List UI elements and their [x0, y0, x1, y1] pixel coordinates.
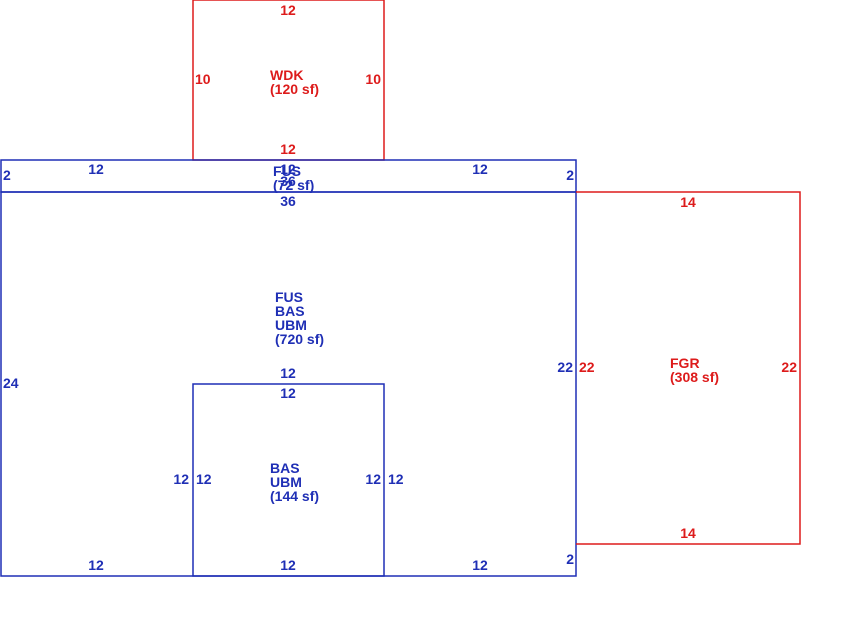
fgr-right-dim: 22: [781, 359, 797, 375]
main-corner-dim: 2: [566, 551, 574, 567]
wdk-name: WDK: [270, 67, 303, 83]
inner-left-inner-dim: 12: [196, 471, 212, 487]
fus-strip-name: FUS: [273, 163, 301, 179]
strip-right-dim: 2: [566, 167, 574, 183]
fgr-bottom-dim: 14: [680, 525, 696, 541]
strip-top-right-dim: 12: [472, 161, 488, 177]
wdk-area: (120 sf): [270, 81, 319, 97]
main-bottom-right-dim: 12: [472, 557, 488, 573]
main-label-3: UBM: [275, 317, 307, 333]
inner-right-outer-dim: 12: [388, 471, 404, 487]
inner-outline: [192, 383, 385, 577]
wdk-bottom-dim: 12: [280, 141, 296, 157]
inner-top-outer-dim: 12: [280, 365, 296, 381]
fgr-top-dim: 14: [680, 194, 696, 210]
strip-top-left-dim: 12: [88, 161, 104, 177]
main-label-2: BAS: [275, 303, 305, 319]
wdk-right-dim: 10: [365, 71, 381, 87]
inner-label-1: BAS: [270, 460, 300, 476]
main-area: (720 sf): [275, 331, 324, 347]
wdk-left-dim: 10: [195, 71, 211, 87]
fgr-left-dim: 22: [579, 359, 595, 375]
inner-top-inner-dim: 12: [280, 385, 296, 401]
wdk-top-dim: 12: [280, 2, 296, 18]
inner-area: (144 sf): [270, 488, 319, 504]
strip-left-dim: 2: [3, 167, 11, 183]
main-bottom-mid-dim: 12: [280, 557, 296, 573]
main-bottom-left-dim: 12: [88, 557, 104, 573]
inner-left-outer-dim: 12: [173, 471, 189, 487]
strip-inner-dim: 36: [280, 173, 296, 189]
main-right-dim: 22: [557, 359, 573, 375]
fgr-outline: [576, 191, 801, 545]
fus-strip-area: (72 sf): [273, 177, 314, 193]
fgr-area: (308 sf): [670, 369, 719, 385]
main-left-dim: 24: [3, 375, 19, 391]
fgr-name: FGR: [670, 355, 700, 371]
strip-bottom-dim: 36: [280, 193, 296, 209]
inner-right-inner-dim: 12: [365, 471, 381, 487]
main-label-1: FUS: [275, 289, 303, 305]
inner-label-2: UBM: [270, 474, 302, 490]
strip-top-mid-dim: 12: [280, 161, 296, 177]
